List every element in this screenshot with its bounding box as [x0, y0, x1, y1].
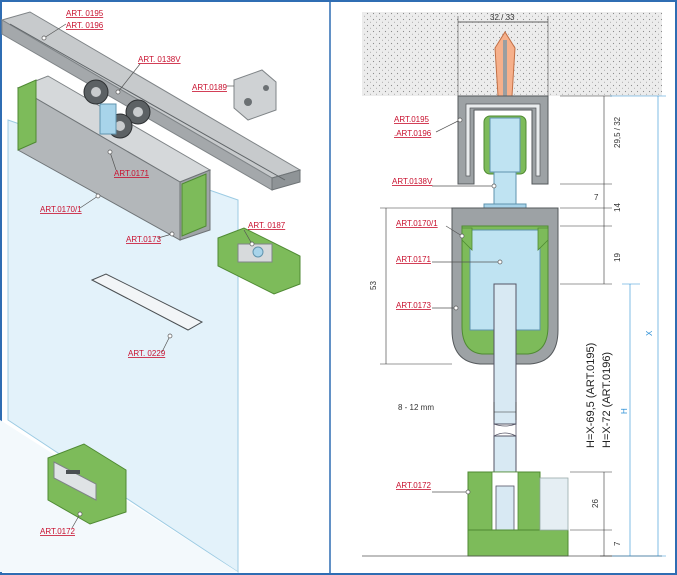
dim-top-width: 32 / 33 — [490, 13, 515, 22]
dim-glass-thickness: 8 - 12 mm — [398, 403, 434, 412]
dimension-lines-right — [380, 95, 612, 557]
clamp-core-0171 — [469, 229, 541, 331]
screw-icon — [252, 246, 264, 258]
leader-dots-right — [453, 117, 503, 495]
dim-gap-7-top: 7 — [594, 193, 599, 202]
label-left-art-0173: ART.0173 — [126, 235, 162, 244]
bolt-connector — [99, 103, 117, 135]
dim-gap-19: 19 — [613, 253, 622, 262]
dim-gap-14: 14 — [613, 203, 622, 212]
leader-lines-right — [432, 119, 500, 493]
label-left-art-0170-1: ART.0170/1 — [40, 205, 82, 214]
label-left-art-0138v: ART. 0138V — [138, 55, 181, 64]
end-cap-left — [17, 79, 37, 151]
label-left-art-0189: ART.0189 — [192, 83, 228, 92]
label-right-art-0138v: ART.0138V — [392, 177, 433, 186]
top-rail-end — [271, 169, 301, 191]
glass-in-guide — [495, 485, 515, 531]
wheel-hub-icon — [91, 87, 101, 97]
bracket-hole-icon — [244, 98, 252, 106]
label-left-art-0172: ART.0172 — [40, 527, 76, 536]
plate-0229 — [90, 273, 204, 331]
dimension-lines-blue — [610, 95, 666, 557]
bracket-0189 — [233, 69, 277, 121]
floor-guide-slot — [53, 461, 97, 501]
label-left-art-0195: ART. 0195 — [66, 9, 104, 18]
formula-art-0196: H=X-72 (ART.0196) — [601, 352, 613, 448]
dim-symbol-h: H — [620, 408, 629, 414]
label-left-art-0229: ART. 0229 — [128, 349, 166, 358]
label-right-art-0171: ART.0171 — [396, 255, 432, 264]
glass-section — [493, 283, 517, 425]
leader-lines-left — [43, 23, 253, 529]
dim-symbol-x: X — [645, 330, 654, 336]
dim-gap-7-bottom: 7 — [613, 541, 622, 546]
dim-guide-26: 26 — [591, 499, 600, 508]
left-exploded-view: ART. 0195 ART. 0196 ART. 0138V ART.0189 … — [0, 9, 302, 573]
floor-base-side — [539, 477, 569, 531]
right-section-view: 32 / 33 — [362, 12, 666, 557]
leader-dots-left — [41, 35, 255, 517]
end-cap-right — [181, 173, 207, 237]
bolt-0138v — [493, 171, 517, 205]
label-left-art-0171: ART.0171 — [114, 169, 150, 178]
clamp-wedge-right — [537, 227, 549, 251]
dim-height-53: 53 — [369, 281, 378, 290]
label-right-art-0172: ART.0172 — [396, 481, 432, 490]
wheel-hub-icon — [115, 121, 125, 131]
label-right-art-0173: ART.0173 — [396, 301, 432, 310]
label-left-art-0196: ART. 0196 — [66, 21, 104, 30]
rail-inner — [465, 103, 541, 177]
glass-break-mark — [493, 423, 517, 437]
dim-rail-height: 29,5 / 32 — [613, 116, 622, 148]
floor-base — [467, 529, 569, 557]
roller-core — [489, 117, 521, 173]
wheel-hub-icon — [133, 107, 143, 117]
formula-art-0195: H=X-69,5 (ART.0195) — [585, 343, 597, 448]
label-right-art-0195: ART.0195 — [394, 115, 430, 124]
guide-slot-icon — [66, 470, 80, 474]
label-left-art-0187: ART. 0187 — [248, 221, 286, 230]
bracket-hole-icon — [263, 85, 269, 91]
label-right-art-0170-1: ART.0170/1 — [396, 219, 438, 228]
rail-groove — [9, 23, 286, 181]
label-right-art-0196: .ART.0196 — [394, 129, 432, 138]
